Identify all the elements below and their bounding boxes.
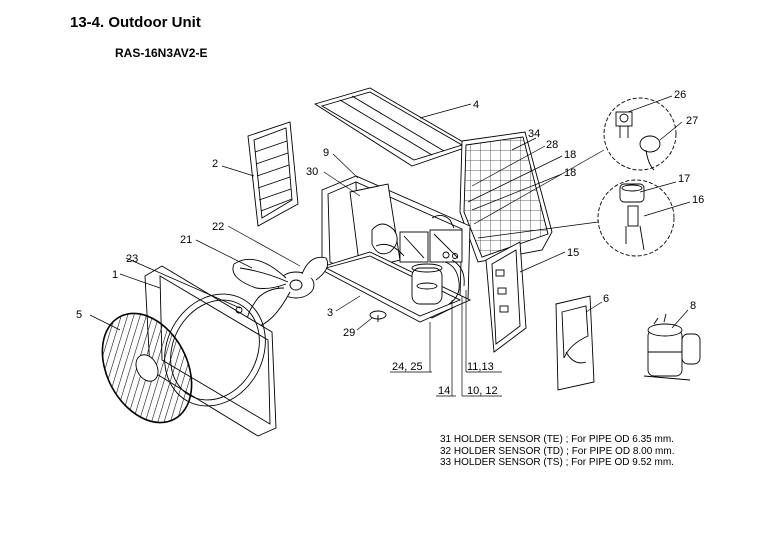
- callout-18a: 18: [564, 149, 576, 161]
- callout-34: 34: [528, 128, 540, 140]
- leader-lines: [89, 95, 691, 397]
- small-fasteners: [235, 306, 387, 322]
- callout-30: 30: [306, 166, 318, 178]
- note-line: 32 HOLDER SENSOR (TD) ; For PIPE OD 8.00…: [440, 445, 675, 457]
- callout-labels: 4 2 9 30 34 28 18 18 22 21 23 1 5 3 29 1…: [76, 89, 704, 397]
- valve-detail-circle: [603, 97, 677, 171]
- callout-24-25: 24, 25: [392, 361, 423, 373]
- compressor-part: [643, 313, 701, 381]
- callout-14: 14: [438, 385, 450, 397]
- callout-2: 2: [212, 158, 218, 170]
- callout-22: 22: [212, 221, 224, 233]
- callout-6: 6: [603, 293, 609, 305]
- callout-3: 3: [327, 307, 333, 319]
- cabinet-body-part: [316, 175, 472, 323]
- callout-4: 4: [473, 99, 479, 111]
- callout-10-12: 10, 12: [467, 385, 498, 397]
- page-title: 13-4. Outdoor Unit: [70, 14, 201, 31]
- callout-28: 28: [546, 139, 558, 151]
- callout-27: 27: [686, 115, 698, 127]
- callout-29: 29: [343, 327, 355, 339]
- model-number: RAS-16N3AV2-E: [115, 46, 208, 60]
- note-line: 33 HOLDER SENSOR (TS) ; For PIPE OD 9.52…: [440, 457, 674, 468]
- propeller-fan-part: [232, 256, 329, 329]
- callout-16: 16: [692, 194, 704, 206]
- fan-guard-part: [101, 312, 193, 424]
- callout-17: 17: [678, 173, 690, 185]
- note-line: 31 HOLDER SENSOR (TE) ; For PIPE OD 6.35…: [440, 434, 674, 445]
- callout-9: 9: [323, 147, 329, 159]
- callout-5: 5: [76, 309, 82, 321]
- coil-detail-circle: [597, 179, 675, 257]
- callout-11-13: 11,13: [467, 361, 494, 373]
- callout-21: 21: [180, 234, 192, 246]
- callout-8: 8: [690, 300, 696, 312]
- sensor-notes: 31 HOLDER SENSOR (TE) ; For PIPE OD 6.35…: [440, 434, 675, 469]
- callout-26: 26: [674, 89, 686, 101]
- valve-cover-panel-part: [485, 241, 527, 353]
- rear-guard-part: [459, 131, 553, 263]
- top-panel-part: [313, 87, 472, 167]
- callout-15: 15: [567, 247, 579, 259]
- callout-23: 23: [126, 253, 138, 265]
- callout-1: 1: [112, 269, 118, 281]
- service-cover-part: [555, 295, 595, 391]
- side-grill-panel-part: [247, 121, 299, 227]
- callout-18b: 18: [564, 167, 576, 179]
